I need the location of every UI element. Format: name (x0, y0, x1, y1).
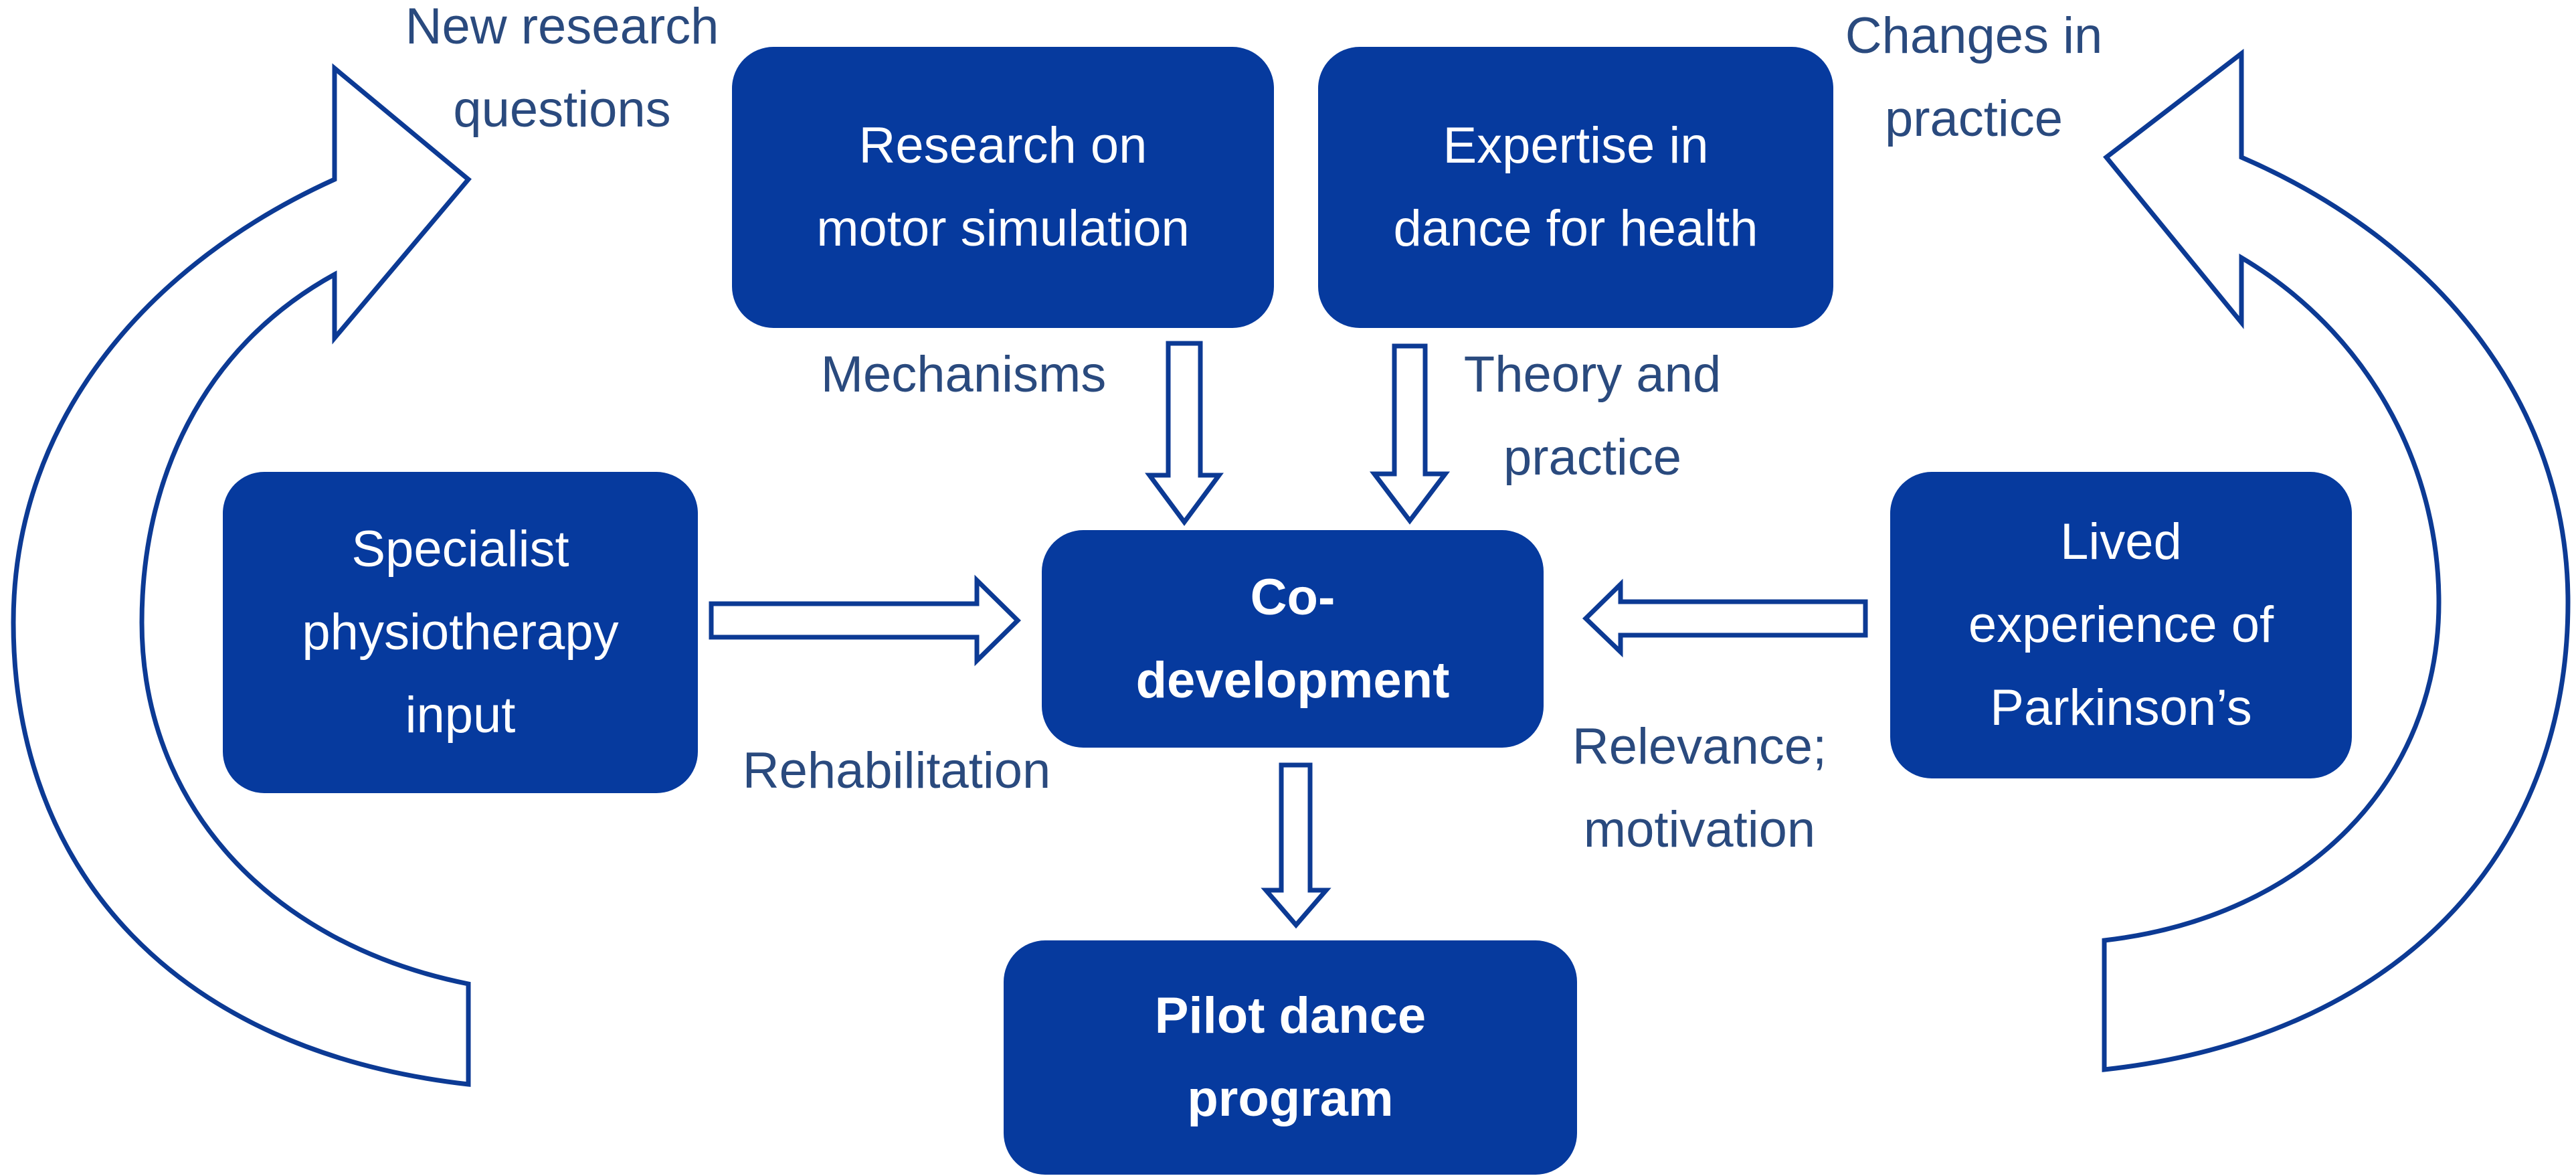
research-box-line1: Research on (858, 117, 1147, 174)
physio-box-line2: physiotherapy (302, 604, 619, 661)
codev-box-line1: Co- (1250, 568, 1336, 626)
pilot-box: Pilot dance program (1004, 940, 1577, 1175)
relevance-label: Relevance; motivation (1539, 705, 1860, 871)
lived-box-line2: experience of (1968, 596, 2274, 653)
physio-box-line3: input (405, 687, 516, 744)
lived-box-line1: Lived (2060, 513, 2182, 570)
arrow-research-to-codev (1145, 341, 1224, 526)
arrow-codev-to-pilot (1261, 762, 1331, 929)
research-box: Research on motor simulation (732, 47, 1274, 328)
physio-box: Specialist physiotherapy input (223, 472, 698, 793)
pilot-box-line1: Pilot dance (1154, 987, 1427, 1044)
research-box-line2: motor simulation (816, 200, 1190, 257)
new-research-label-line1: New research (405, 0, 719, 55)
left-feedback-arrow (11, 63, 472, 1087)
lived-box-line3: Parkinson’s (1990, 679, 2252, 736)
relevance-label-line2: motivation (1583, 801, 1816, 858)
lived-box: Lived experience of Parkinson’s (1890, 472, 2352, 778)
theory-label-line1: Theory and (1463, 346, 1722, 403)
theory-label-line2: practice (1503, 429, 1682, 486)
physio-box-line1: Specialist (351, 521, 569, 578)
pilot-box-line2: program (1187, 1070, 1394, 1127)
changes-label-line2: practice (1884, 90, 2063, 147)
arrow-expertise-to-codev (1369, 343, 1451, 525)
arrow-group (11, 48, 2571, 1087)
new-research-label-line2: questions (453, 81, 671, 138)
theory-label: Theory and practice (1432, 333, 1753, 499)
changes-label: Changes in practice (1807, 0, 2141, 161)
expertise-box: Expertise in dance for health (1318, 47, 1833, 328)
codev-box: Co- development (1042, 530, 1544, 748)
arrow-physio-to-codev (709, 574, 1021, 667)
arrow-lived-to-codev (1582, 578, 1868, 658)
relevance-label-line1: Relevance; (1572, 718, 1827, 775)
expertise-box-line2: dance for health (1393, 200, 1758, 257)
codev-box-line2: development (1135, 651, 1450, 709)
right-feedback-arrow (2102, 48, 2571, 1072)
rehabilitation-label: Rehabilitation (742, 742, 1051, 799)
mechanisms-label: Mechanisms (820, 346, 1107, 403)
expertise-box-line1: Expertise in (1443, 117, 1709, 174)
changes-label-line1: Changes in (1845, 7, 2103, 64)
new-research-label: New research questions (388, 0, 736, 151)
